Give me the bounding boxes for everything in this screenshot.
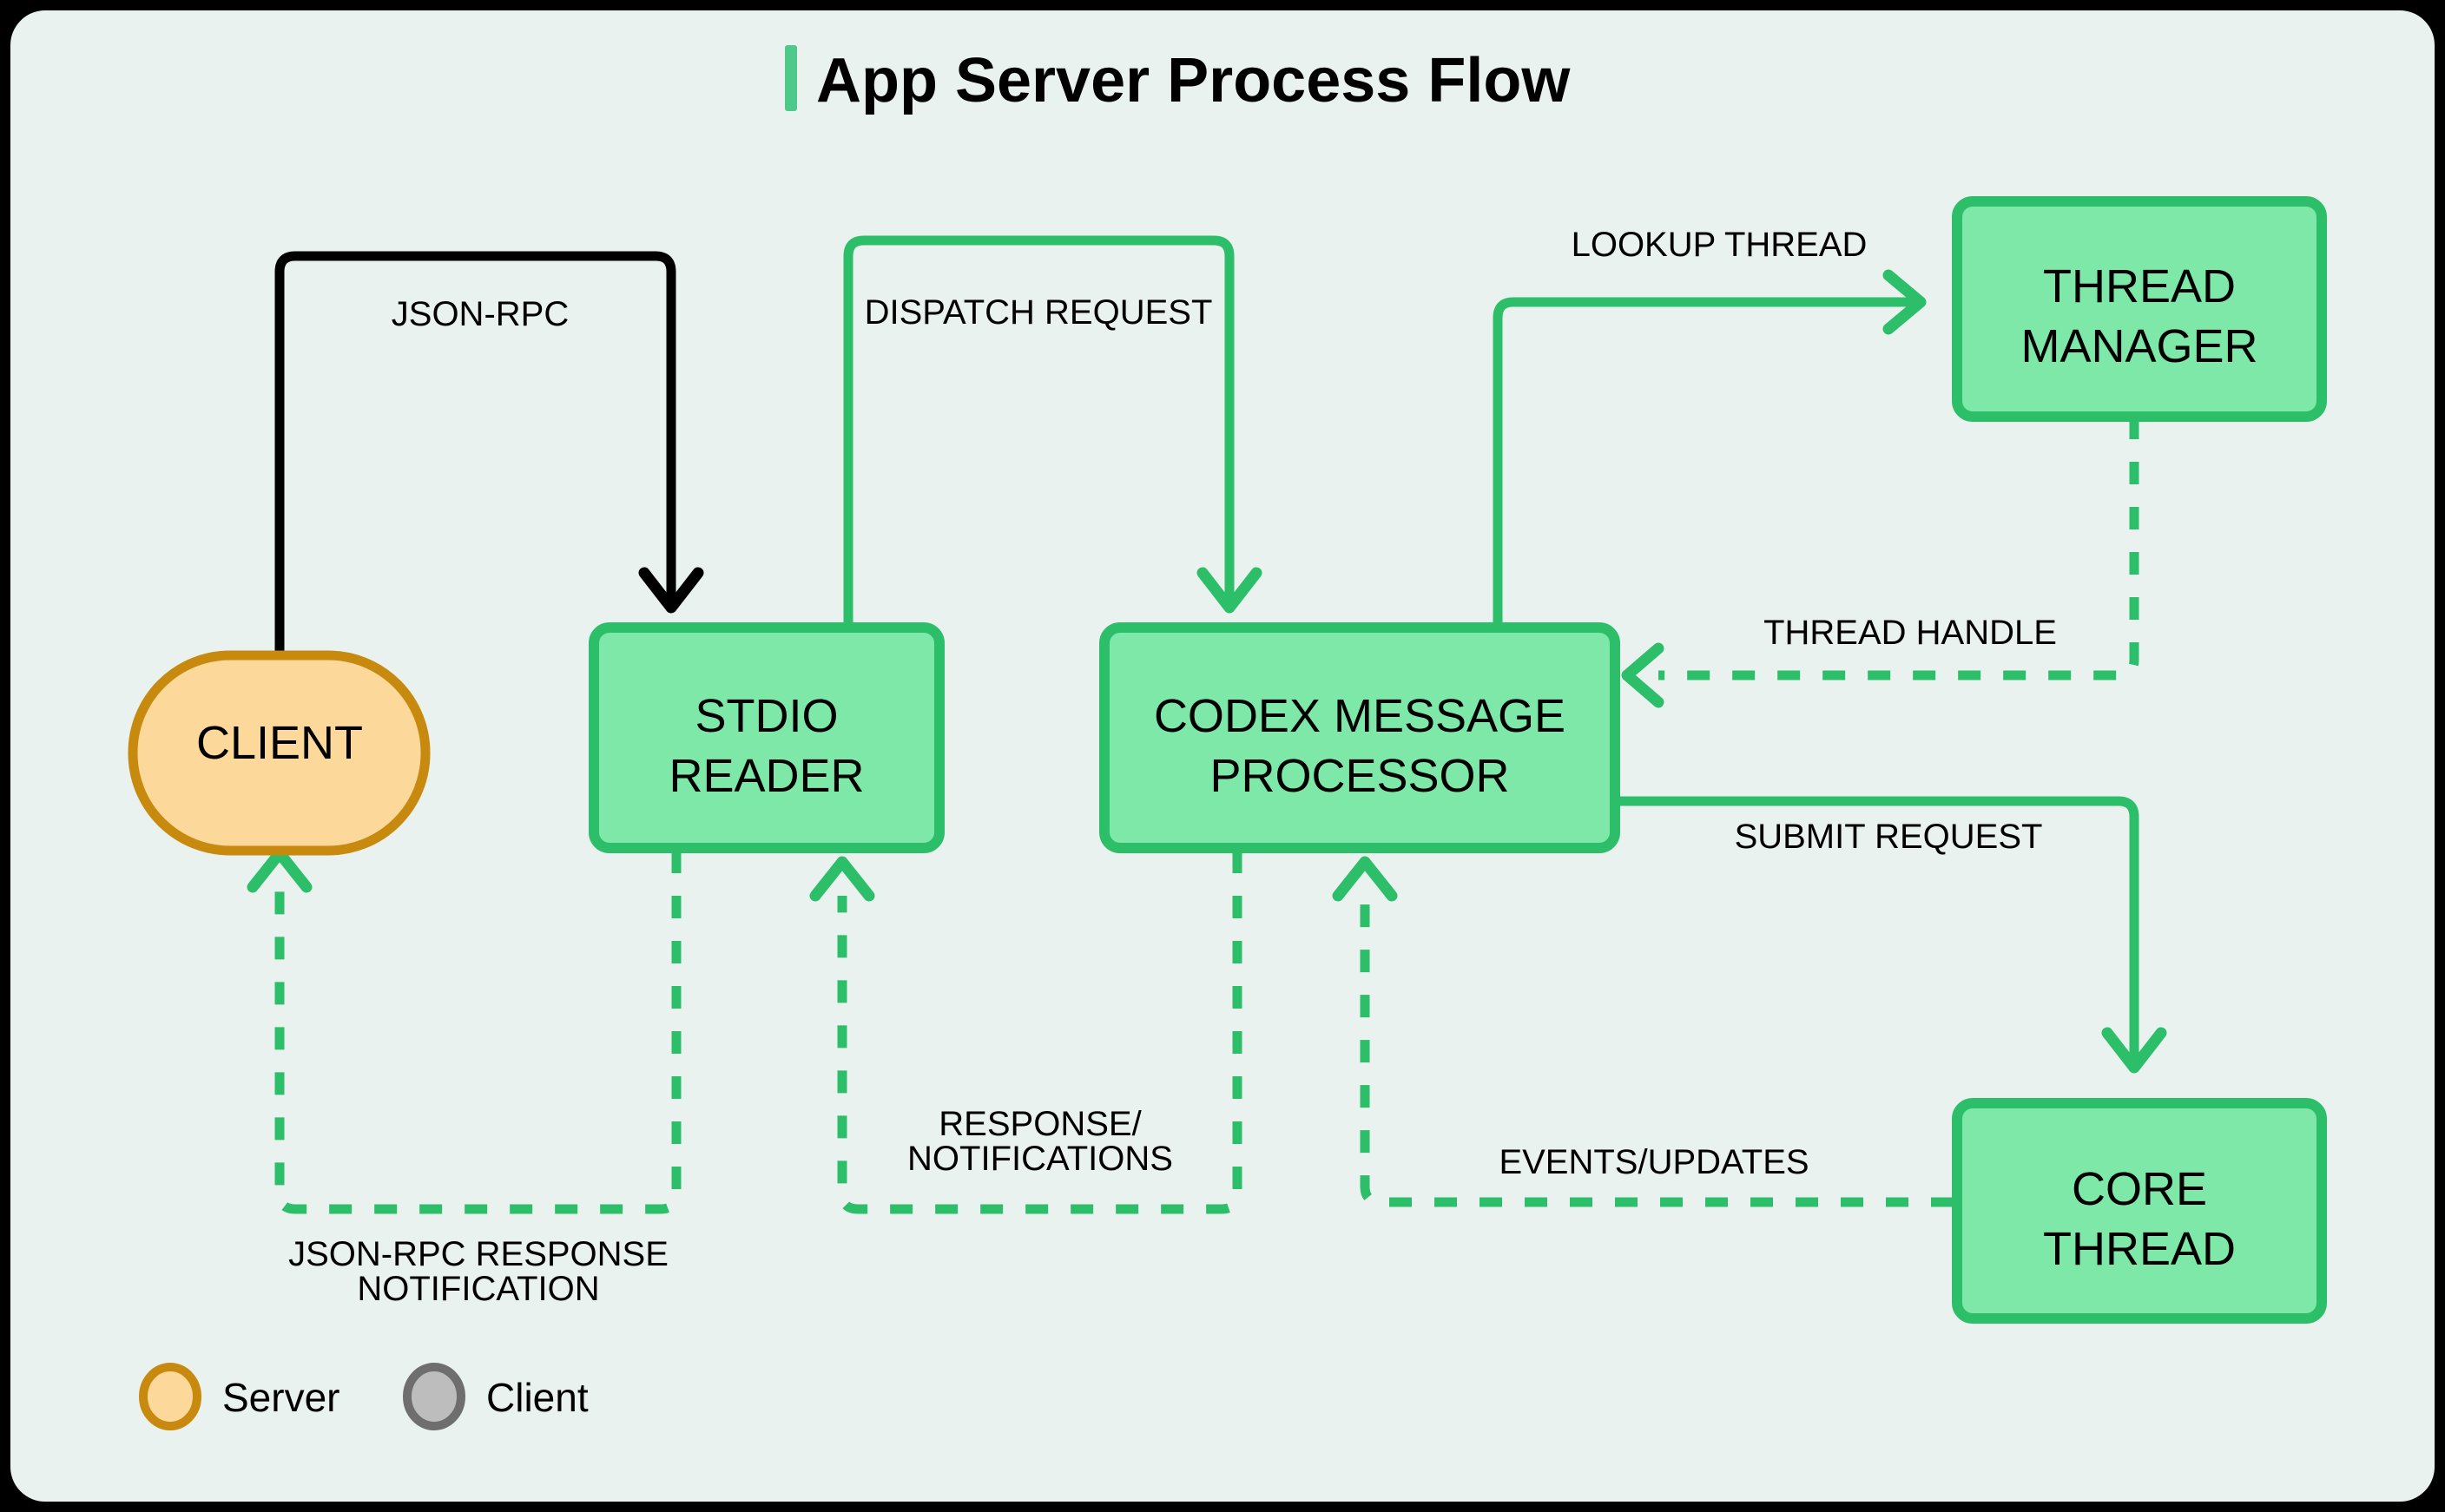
legend-swatch-client [403, 1363, 465, 1430]
legend-swatch-server [139, 1363, 201, 1430]
node-client[interactable]: CLIENT [128, 650, 431, 856]
node-core-thread[interactable]: CORE THREAD [1952, 1098, 2327, 1324]
node-thread-manager[interactable]: THREAD MANAGER [1952, 196, 2327, 422]
title-accent-bar [785, 45, 797, 111]
node-stdio-reader[interactable]: STDIO READER [589, 622, 945, 853]
node-codex-message-processor[interactable]: CODEX MESSAGE PROCESSOR [1099, 622, 1620, 853]
